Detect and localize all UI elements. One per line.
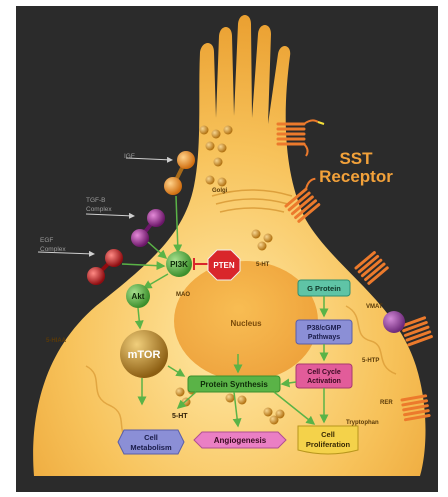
sst-receptor-diagram: Nucleus SST Receptor IGF TGF-B Complex E…: [16, 6, 438, 492]
nucleus-label: Nucleus: [230, 319, 262, 328]
cellcycle-label-line1: Cell Cycle: [307, 369, 341, 376]
gprotein-label: G Protein: [307, 284, 341, 293]
akt-label: Akt: [132, 292, 145, 301]
cell-body: [33, 15, 425, 476]
title-line2: Receptor: [319, 167, 393, 186]
proliferation-label-line1: Cell: [321, 430, 335, 439]
vmat-sphere: [383, 311, 405, 333]
tgfb-label: TGF-B: [86, 197, 106, 204]
angiogenesis-label: Angiogenesis: [214, 436, 267, 445]
golgi-label: Golgi: [212, 188, 228, 194]
sst-receptor-icon: [356, 253, 387, 284]
vmat-label: VMAT: [366, 304, 383, 310]
igf-receptor-ball: [177, 151, 195, 169]
5hiaa-label: 5-HIAA: [46, 338, 67, 344]
egf-receptor-ball: [105, 249, 123, 267]
tgfb-receptor-ball: [131, 229, 149, 247]
rer-label: RER: [380, 400, 393, 406]
tgfb-sub-label: Complex: [86, 206, 112, 213]
tgfb-receptor-ball: [147, 209, 165, 227]
igf-receptor-ball: [164, 177, 182, 195]
metabolism-label-line2: Metabolism: [130, 443, 172, 452]
proliferation-label-line2: Proliferation: [306, 440, 351, 449]
pten-label: PTEN: [213, 261, 235, 270]
sst-receptor-icon: [402, 318, 431, 345]
egf-receptor-ball: [87, 267, 105, 285]
metabolism-label-line1: Cell: [144, 433, 158, 442]
5htp-label: 5-HTP: [362, 358, 379, 364]
egf-label: EGF: [40, 237, 53, 244]
5ht-left-label: 5-HT: [172, 413, 188, 420]
protein-synthesis-label: Protein Synthesis: [200, 380, 268, 389]
p38-label-line1: P38/cGMP: [307, 325, 342, 332]
p38-label-line2: Pathways: [308, 334, 340, 341]
igf-label: IGF: [124, 153, 135, 160]
egf-sub-label: Complex: [40, 246, 66, 253]
cellcycle-label-line2: Activation: [307, 378, 341, 385]
tgfb-arrow: [86, 214, 134, 216]
pi3k-label: PI3K: [170, 260, 188, 269]
mtor-label: mTOR: [128, 349, 161, 361]
diagram-frame: Nucleus SST Receptor IGF TGF-B Complex E…: [16, 6, 438, 492]
5ht-right-label: 5-HT: [256, 262, 270, 268]
tryptophan-label: Tryptophan: [346, 420, 379, 426]
title-line1: SST: [339, 149, 373, 168]
mao-label: MAO: [176, 292, 190, 298]
